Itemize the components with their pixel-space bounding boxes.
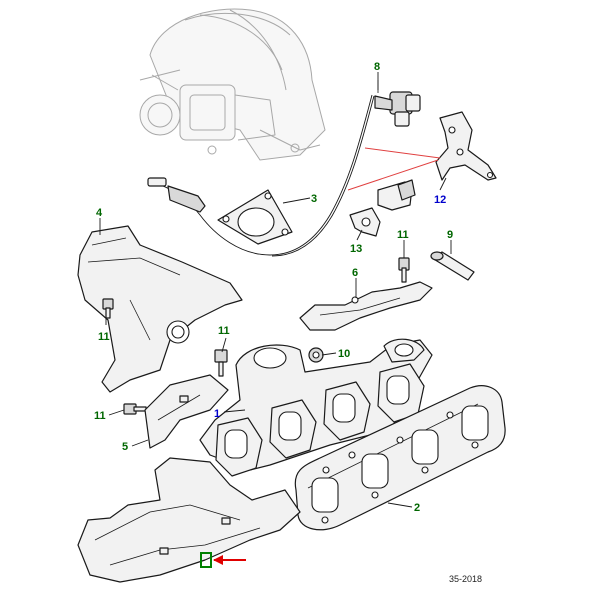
part-8-sensor — [147, 80, 421, 257]
callout-6: 6 — [352, 267, 358, 279]
callout-11-left-lower: 11 — [94, 410, 106, 422]
callout-10: 10 — [338, 348, 350, 360]
callout-9: 9 — [447, 229, 453, 241]
part-4-heat-shield — [77, 225, 243, 393]
callout-1: 1 — [214, 408, 220, 420]
part-2-gasket — [294, 385, 506, 531]
part-9-stud — [430, 251, 475, 281]
callout-11-left-upper: 11 — [98, 331, 110, 343]
callout-13: 13 — [350, 243, 362, 255]
part-12-bracket — [435, 111, 497, 181]
callout-11-top: 11 — [397, 229, 409, 241]
highlighted-clip-box — [200, 552, 212, 568]
reference-code: 35-2018 — [448, 574, 482, 584]
callout-11-mid: 11 — [218, 325, 230, 337]
bolt-11-left-upper — [102, 298, 114, 319]
red-leader-lines — [347, 147, 441, 191]
bolt-11-top — [398, 257, 410, 283]
callout-2: 2 — [414, 502, 420, 514]
part-5-heat-shield — [144, 374, 229, 449]
callout-4: 4 — [96, 207, 103, 219]
red-arrow — [213, 555, 246, 565]
part-6-shield — [299, 281, 433, 331]
callout-leaders — [99, 72, 452, 508]
part-3-gasket — [217, 189, 293, 245]
callout-3: 3 — [311, 193, 317, 205]
callout-5: 5 — [122, 441, 128, 453]
bolt-11-left-lower — [123, 403, 147, 415]
part-13-clip — [349, 179, 416, 237]
part-1-exhaust-manifold — [199, 338, 433, 477]
nut-10 — [308, 347, 324, 363]
bolt-11-mid — [214, 349, 228, 377]
turbocharger-ghost — [139, 8, 326, 161]
callout-8: 8 — [374, 61, 380, 73]
callout-12: 12 — [434, 194, 446, 206]
lower-heat-shield — [77, 457, 301, 583]
